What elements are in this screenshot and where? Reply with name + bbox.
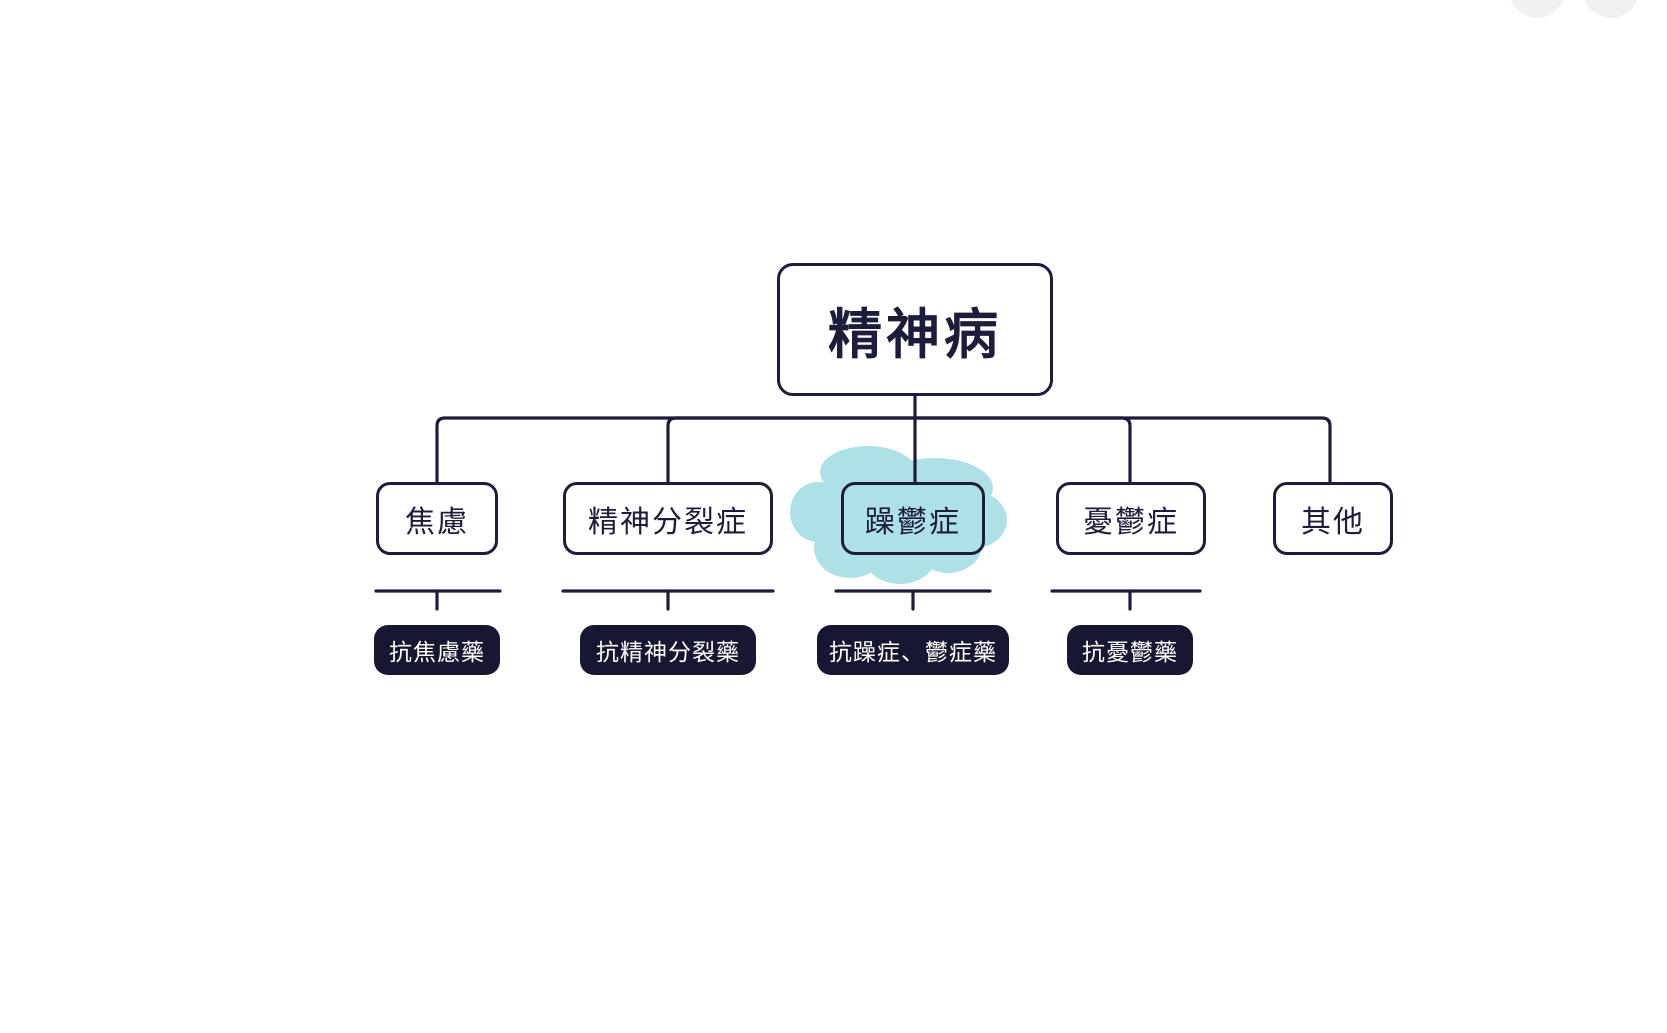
node-root-mental-illness[interactable]: 精神病	[777, 263, 1053, 396]
node-label: 抗焦慮藥	[389, 639, 485, 665]
node-label: 精神分裂症	[588, 505, 748, 539]
node-treatment-anti-depressant[interactable]: 抗憂鬱藥	[1067, 625, 1193, 675]
circle-button-icon[interactable]	[1509, 0, 1565, 18]
node-label: 抗憂鬱藥	[1082, 639, 1178, 665]
node-label: 抗精神分裂藥	[596, 639, 740, 665]
node-label: 躁鬱症	[865, 505, 961, 539]
node-label: 憂鬱症	[1083, 505, 1179, 539]
node-label: 抗躁症、鬱症藥	[829, 639, 997, 665]
node-bipolar[interactable]: 躁鬱症	[841, 482, 985, 555]
node-label: 其他	[1301, 505, 1365, 539]
node-other[interactable]: 其他	[1273, 482, 1393, 555]
node-anxiety[interactable]: 焦慮	[376, 482, 498, 555]
circle-button-icon[interactable]	[1583, 0, 1639, 18]
node-root-label: 精神病	[828, 305, 1002, 365]
node-treatment-anti-anxiety[interactable]: 抗焦慮藥	[374, 625, 500, 675]
node-treatment-anti-schizophrenia[interactable]: 抗精神分裂藥	[580, 625, 756, 675]
node-schizophrenia[interactable]: 精神分裂症	[563, 482, 773, 555]
node-label: 焦慮	[405, 505, 469, 539]
node-depression[interactable]: 憂鬱症	[1056, 482, 1206, 555]
node-treatment-anti-bipolar[interactable]: 抗躁症、鬱症藥	[817, 625, 1009, 675]
